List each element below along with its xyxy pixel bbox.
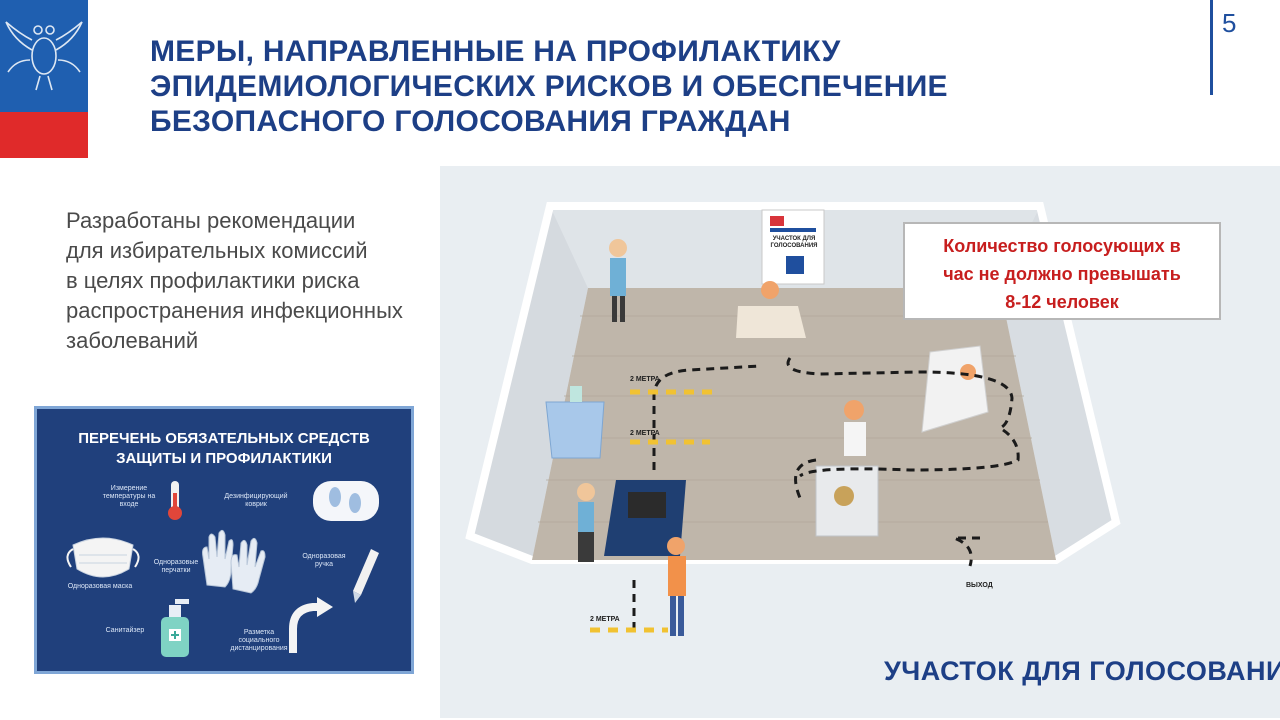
label-thermometer: Измерение температуры на входе [102,485,156,508]
sanitizer-icon [161,599,189,657]
plan-caption: УЧАСТОК ДЛЯ ГОЛОСОВАНИЯ [884,656,1280,686]
description-line-5: заболеваний [66,328,199,353]
panel-title: ПЕРЕЧЕНЬ ОБЯЗАТЕЛЬНЫХ СРЕДСТВ ЗАЩИТЫ И П… [37,429,411,469]
notice-line-3: 8-12 человек [1005,292,1119,312]
panel-title-line-1: ПЕРЕЧЕНЬ ОБЯЗАТЕЛЬНЫХ СРЕДСТВ [78,430,370,447]
description-text: Разработаны рекомендации для избирательн… [66,206,426,356]
panel-title-line-2: ЗАЩИТЫ И ПРОФИЛАКТИКИ [116,450,332,467]
protection-means-panel: ПЕРЕЧЕНЬ ОБЯЗАТЕЛЬНЫХ СРЕДСТВ ЗАЩИТЫ И П… [34,406,414,674]
page-number: 5 [1222,8,1237,38]
person-figure [609,239,627,322]
distance-label-2: 2 МЕТРА [630,430,660,437]
label-disinfection-mat: Дезинфицирующий коврик [224,493,288,508]
distance-label-1: 2 МЕТРА [630,376,660,383]
label-pen: Одноразовая ручка [302,553,346,568]
page-title: МЕРЫ, НАПРАВЛЕННЫЕ НА ПРОФИЛАКТИКУ ЭПИДЕ… [150,34,1180,139]
notice-line-2: час не должно превышать [943,264,1181,284]
pen-icon [353,549,379,603]
title-line-3: БЕЗОПАСНОГО ГОЛОСОВАНИЯ ГРАЖДАН [150,105,791,138]
flag-emblem [0,0,88,158]
header-divider [1210,0,1213,95]
thermometer-icon [168,481,182,520]
mask-icon [66,537,140,578]
person-figure [667,537,686,636]
title-line-1: МЕРЫ, НАПРАВЛЕННЫЕ НА ПРОФИЛАКТИКУ [150,35,841,68]
label-marking: Разметка социального дистанцирования [230,629,288,652]
label-gloves: Одноразовые перчатки [153,559,199,574]
gloves-icon [202,529,266,594]
label-sanitizer: Санитайзер [105,627,145,634]
distance-label-3: 2 МЕТРА [590,616,620,623]
marking-arrow-icon [289,597,333,653]
panel-icons [66,481,379,657]
exit-label: ВЫХОД [966,582,993,589]
distance-marker [590,389,714,633]
description-line-3: в целях профилактики риска [66,268,360,293]
description-line-4: распространения инфекционных [66,298,403,323]
person-figure [577,483,595,562]
title-line-2: ЭПИДЕМИОЛОГИЧЕСКИХ РИСКОВ И ОБЕСПЕЧЕНИЕ [150,70,948,103]
voter-limit-notice: Количество голосующих в час не должно пр… [903,222,1221,320]
label-mask: Одноразовая маска [67,583,133,590]
description-line-2: для избирательных комиссий [66,238,368,263]
notice-line-1: Количество голосующих в [943,236,1181,256]
polling-station-plan: 2 МЕТРА 2 МЕТРА 2 МЕТРА ВЫХОД УЧАСТОК ДЛ… [440,166,1280,718]
eagle-icon [5,21,83,91]
sign-label: УЧАСТОК ДЛЯ ГОЛОСОВАНИЯ [770,236,818,249]
footprints-mat-icon [313,481,379,521]
description-line-1: Разработаны рекомендации [66,208,356,233]
